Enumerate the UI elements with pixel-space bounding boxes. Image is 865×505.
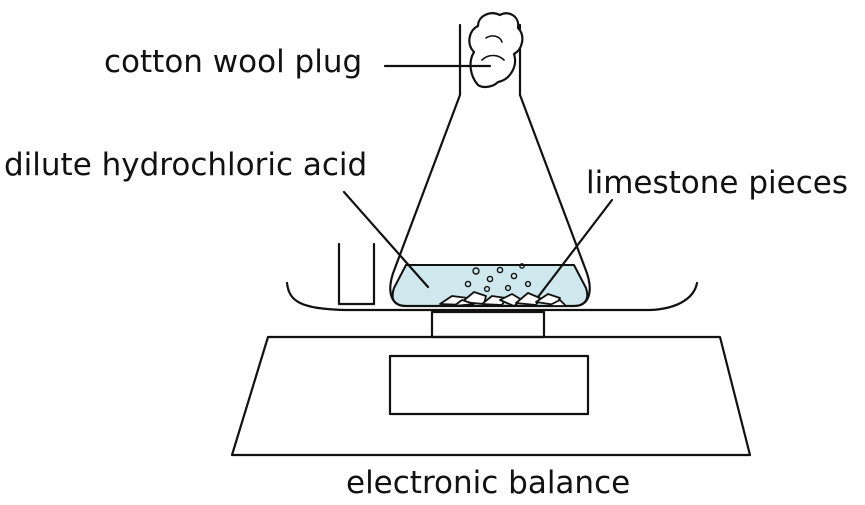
label-dilute-hydrochloric-acid: dilute hydrochloric acid: [4, 147, 368, 183]
leader-limestone: [536, 198, 614, 299]
balance-pan: [285, 281, 699, 312]
conical-flask: [389, 23, 591, 308]
cotton-wool-texture: [481, 35, 505, 61]
balance-housing: [230, 335, 752, 457]
cotton-wool-plug: [468, 12, 524, 89]
limestone-pieces-group: [439, 291, 567, 307]
balance-body: [230, 310, 752, 457]
pan-guard: [337, 242, 376, 306]
label-limestone-pieces: limestone pieces: [586, 165, 848, 201]
label-cotton-wool-plug: cotton wool plug: [104, 44, 363, 80]
balance-display: [388, 354, 590, 416]
gas-bubbles: [464, 263, 532, 293]
label-electronic-balance: electronic balance: [346, 465, 631, 501]
leader-acid: [342, 190, 430, 289]
balance-stem: [430, 310, 546, 339]
